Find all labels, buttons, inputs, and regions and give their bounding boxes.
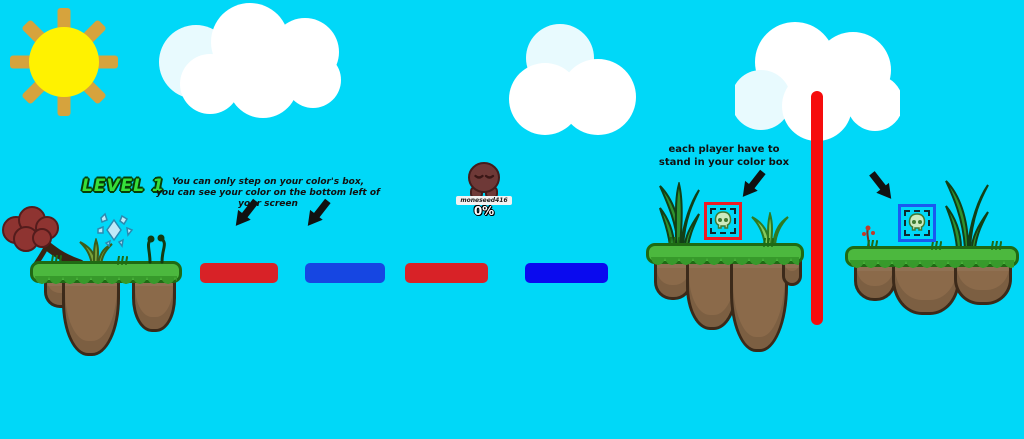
- grass-tuft-icon: [763, 238, 774, 247]
- red-zone-box: [704, 202, 742, 240]
- sun-icon: [10, 8, 118, 116]
- red-sprout-icon: [862, 225, 875, 249]
- grass-fringe: [35, 276, 177, 284]
- dirt-lobe: [132, 278, 176, 332]
- skull-icon: [908, 213, 926, 231]
- crystal-icon: [97, 212, 134, 248]
- step-box-red-1: [200, 263, 278, 283]
- instruction-line-1: You can only step on your color's box,: [171, 177, 365, 187]
- dirt-lobe: [730, 260, 788, 352]
- instruction-text: You can only step on your color's box, y…: [148, 177, 388, 210]
- arrow-down-right-icon: [865, 169, 899, 206]
- grass-tuft-icon: [991, 241, 1002, 250]
- zone-dashed-border: [904, 210, 930, 236]
- grass-fringe: [651, 257, 799, 265]
- platform-left-grass: [30, 261, 182, 284]
- player-name-label: moneseed416: [456, 196, 512, 205]
- zone-dashed-border: [710, 208, 736, 234]
- skull-icon: [714, 211, 732, 229]
- platform-mid-grass: [646, 243, 804, 265]
- dirt-lobe: [854, 263, 896, 301]
- bush-icon: [79, 238, 113, 266]
- tip-text: each player have to stand in your color …: [648, 143, 800, 169]
- grass-tuft-icon: [51, 255, 62, 264]
- cloud-icon: [159, 3, 341, 118]
- instruction-line-2: you can see your color on the bottom lef…: [156, 188, 380, 209]
- step-box-blue-2: [525, 263, 608, 283]
- sprout-icon: [146, 234, 166, 264]
- grass-tuft-icon: [931, 241, 942, 250]
- dirt-lobe: [954, 263, 1012, 305]
- tree-foliage: [2, 206, 59, 252]
- arrow-down-left-icon: [735, 167, 769, 204]
- step-box-red-2: [405, 263, 488, 283]
- step-box-blue-1: [305, 263, 385, 283]
- tall-plant-icon: [659, 182, 700, 247]
- barrier-bar: [811, 91, 823, 325]
- player-damage-label: 0%: [473, 204, 495, 218]
- tip-line-1: each player have to: [668, 144, 780, 155]
- tree-icon: [2, 206, 85, 268]
- tall-plant-icon: [945, 180, 989, 249]
- tip-line-2: stand in your color box: [658, 157, 790, 168]
- cloud-icon: [509, 24, 636, 135]
- grass-fringe: [850, 260, 1014, 268]
- grass-tuft-icon: [669, 237, 680, 246]
- player-head: [468, 162, 500, 193]
- cloud-icon: [735, 22, 900, 141]
- grass-tuft-icon: [867, 240, 878, 249]
- dirt-lobe: [62, 278, 120, 356]
- player-character: [468, 162, 500, 199]
- player-eyes: [474, 174, 495, 179]
- sun-core: [29, 27, 99, 97]
- grass-tuft-icon: [117, 256, 128, 265]
- level-title: LEVEL 1: [82, 176, 165, 196]
- dirt-lobe: [892, 263, 960, 315]
- dirt-lobe: [654, 260, 692, 300]
- dirt-lobe: [782, 260, 802, 286]
- blue-zone-box: [898, 204, 936, 242]
